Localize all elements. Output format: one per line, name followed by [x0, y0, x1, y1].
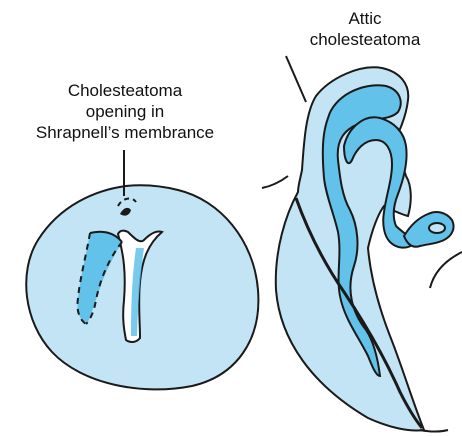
- tympanic-membrane: [26, 185, 258, 389]
- tympanic-membrane-view: [26, 185, 258, 389]
- shrapnell-opening-label: Cholesteatoma opening in Shrapnell’s mem…: [0, 80, 250, 143]
- attic-cholesteatoma-label: Attic cholesteatoma: [300, 8, 430, 50]
- shrapnell-label-line1: Cholesteatoma: [0, 80, 250, 101]
- shrapnell-label-line3: Shrapnell’s membrance: [0, 122, 250, 143]
- oval-window: [429, 223, 445, 233]
- canal-wall-lower: [420, 430, 448, 432]
- coronal-section-view: [262, 67, 462, 431]
- attic-leader-line: [286, 56, 306, 102]
- shrapnell-label-line2: opening in: [0, 101, 250, 122]
- attic-label-line1: Attic: [300, 8, 430, 29]
- attic-label-line2: cholesteatoma: [300, 29, 430, 50]
- canal-wall-upper: [262, 176, 288, 188]
- inner-ear-wall: [430, 252, 462, 288]
